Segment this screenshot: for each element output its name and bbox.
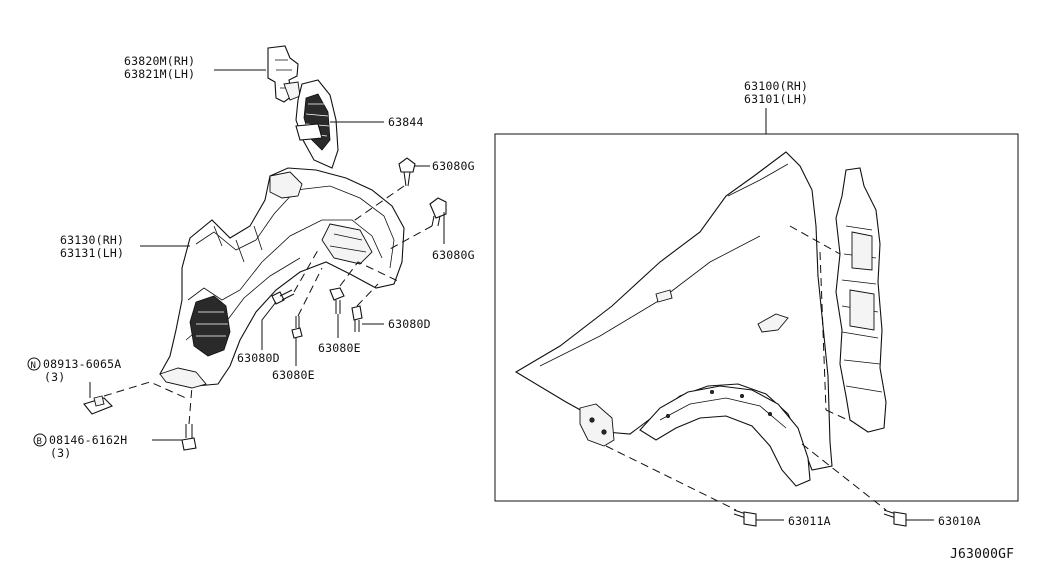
assembly-line-2 (387, 225, 433, 251)
label-63080d-right: 63080D (388, 317, 431, 331)
screw-63080d-right-part[interactable] (351, 305, 363, 332)
bolt-08146-part[interactable] (181, 424, 197, 451)
label-63844: 63844 (388, 115, 424, 129)
clip-63080g-top-part[interactable] (398, 157, 416, 187)
label-63080g-top: 63080G (432, 159, 475, 173)
assembly-line-9 (605, 445, 737, 511)
assembly-line-7 (103, 381, 187, 399)
splash-shield-63130-part[interactable] (159, 167, 405, 389)
label-63011a: 63011A (788, 514, 831, 528)
leader-63080d-left (261, 301, 277, 350)
svg-text:N: N (31, 361, 37, 371)
fender-63100-part[interactable] (514, 151, 833, 487)
label-08913-qty: (3) (44, 370, 65, 384)
label-63130: 63130(RH) (60, 233, 124, 247)
label-63080g-right: 63080G (432, 248, 475, 262)
bolt-63011a-part[interactable] (733, 509, 757, 527)
fender-side-panel-part[interactable] (835, 167, 887, 433)
assembly-line-10 (801, 443, 887, 511)
label-08146-qty: (3) (50, 446, 71, 460)
label-63820m: 63820M(RH) (124, 54, 195, 68)
label-08913: 08913-6065A (43, 357, 121, 371)
bolt-63010a-part[interactable] (883, 509, 907, 527)
marker-n: N (27, 357, 41, 371)
screw-63080e-left-part[interactable] (291, 316, 303, 339)
screw-63080e-right-part[interactable] (329, 287, 345, 314)
screw-63080d-left-part[interactable] (271, 289, 295, 305)
assembly-line-6 (356, 283, 379, 307)
label-63821m: 63821M(LH) (124, 67, 195, 81)
assembly-line-1 (351, 185, 405, 223)
assembly-line-8 (188, 385, 193, 425)
fender-group-frame (494, 133, 1019, 502)
assembly-line-5 (339, 261, 401, 287)
assembly-line-11 (789, 225, 841, 255)
assembly-line-3 (293, 249, 319, 293)
label-63101: 63101(LH) (744, 92, 808, 106)
svg-text:B: B (37, 437, 43, 447)
label-63131: 63131(LH) (60, 246, 124, 260)
bracket-63820m-part[interactable] (267, 45, 301, 103)
marker-b: B (33, 433, 47, 447)
label-63080e-left: 63080E (272, 368, 315, 382)
vent-panel-63844-part[interactable] (295, 79, 339, 169)
label-63080d-left: 63080D (237, 351, 280, 365)
label-63080e-right: 63080E (318, 341, 361, 355)
assembly-line-13 (825, 409, 849, 421)
label-08146: 08146-6162H (49, 433, 127, 447)
nut-08913-part[interactable] (83, 395, 113, 415)
assembly-line-12 (819, 251, 827, 411)
clip-63080g-right-part[interactable] (429, 197, 447, 227)
label-63010a: 63010A (938, 514, 981, 528)
assembly-line-4 (297, 267, 323, 317)
label-63100: 63100(RH) (744, 79, 808, 93)
diagram-id: J63000GF (950, 547, 1014, 562)
